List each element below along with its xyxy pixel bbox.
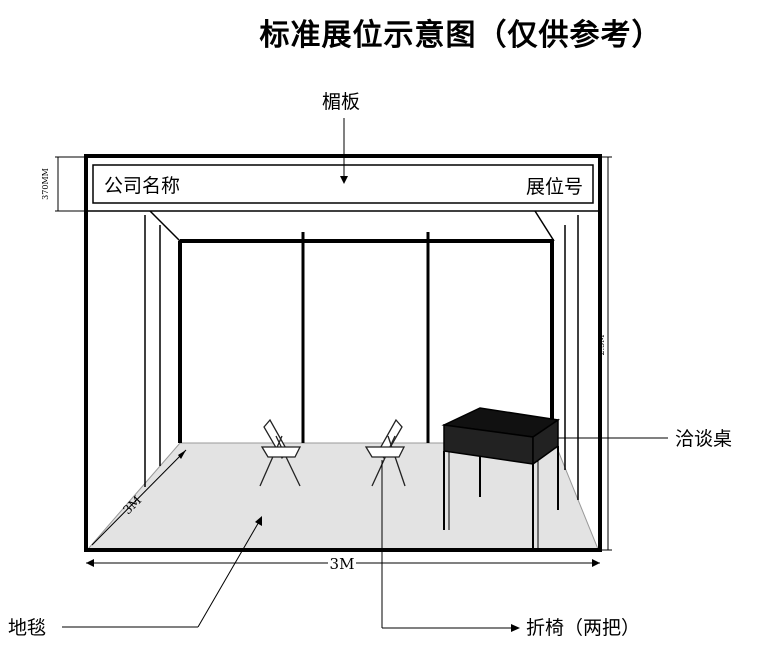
chairs-label: 折椅（两把） xyxy=(526,617,640,639)
carpet-label: 地毯 xyxy=(8,617,46,639)
folding-chair-right xyxy=(364,418,406,487)
fascia-height-dimension: 370MM xyxy=(41,168,50,200)
fascia-board xyxy=(92,164,594,204)
booth-number-label: 展位号 xyxy=(526,176,583,198)
page-title: 标准展位示意图（仅供参考） xyxy=(259,18,663,53)
company-name-label: 公司名称 xyxy=(104,175,180,197)
height-dimension: 2.5M xyxy=(597,335,606,356)
folding-chair-left xyxy=(259,418,302,487)
table-label: 洽谈桌 xyxy=(675,428,732,450)
negotiation-table xyxy=(441,407,560,548)
fascia-label: 楣板 xyxy=(322,91,360,113)
width-dimension: 3M xyxy=(330,555,355,573)
outer-frame xyxy=(84,154,602,552)
